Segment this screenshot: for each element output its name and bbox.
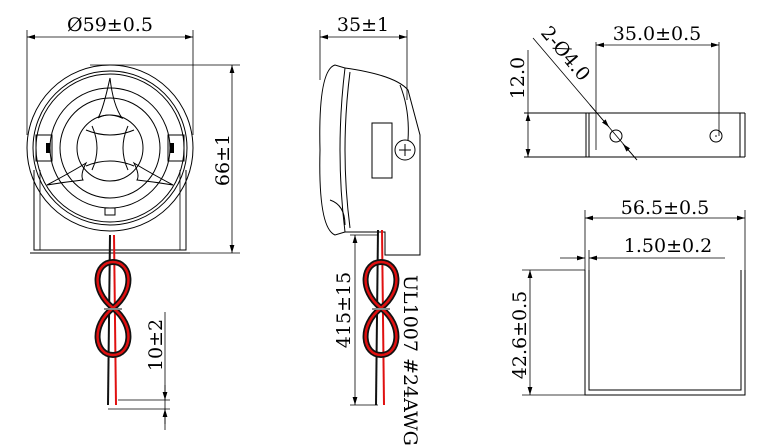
- diameter-dim-label: Ø59±0.5: [67, 14, 153, 36]
- strip-length-dim-label: 10±2: [145, 319, 167, 371]
- thickness-dim-label: 1.50±0.2: [624, 235, 712, 257]
- mounting-hole: [609, 129, 623, 143]
- depth-dim-label: 35±1: [337, 14, 389, 36]
- bracket-top-view: 35.0±0.5 2-Ø4.0 12.0: [507, 22, 746, 161]
- wire-bundle-front: [94, 234, 132, 406]
- side-view: 35±1 415±15 UL1007 #24AWG: [319, 14, 421, 446]
- height-dim-label: 66±1: [212, 134, 234, 186]
- wire-spec-label: UL1007 #24AWG: [399, 275, 421, 446]
- wire-bundle-side: [362, 229, 400, 406]
- front-view: Ø59±0.5 66±1: [26, 14, 240, 430]
- hole-spacing-dim-label: 35.0±0.5: [613, 23, 701, 45]
- height-dim-label: 42.6±0.5: [509, 291, 531, 379]
- mounting-hole: [709, 129, 723, 143]
- bracket-section-view: 56.5±0.5 1.50±0.2 42.6±0.5: [509, 197, 746, 396]
- length-dim-label: 56.5±0.5: [621, 197, 709, 219]
- wire-length-dim-label: 415±15: [333, 272, 355, 348]
- width-dim-label: 12.0: [507, 57, 529, 99]
